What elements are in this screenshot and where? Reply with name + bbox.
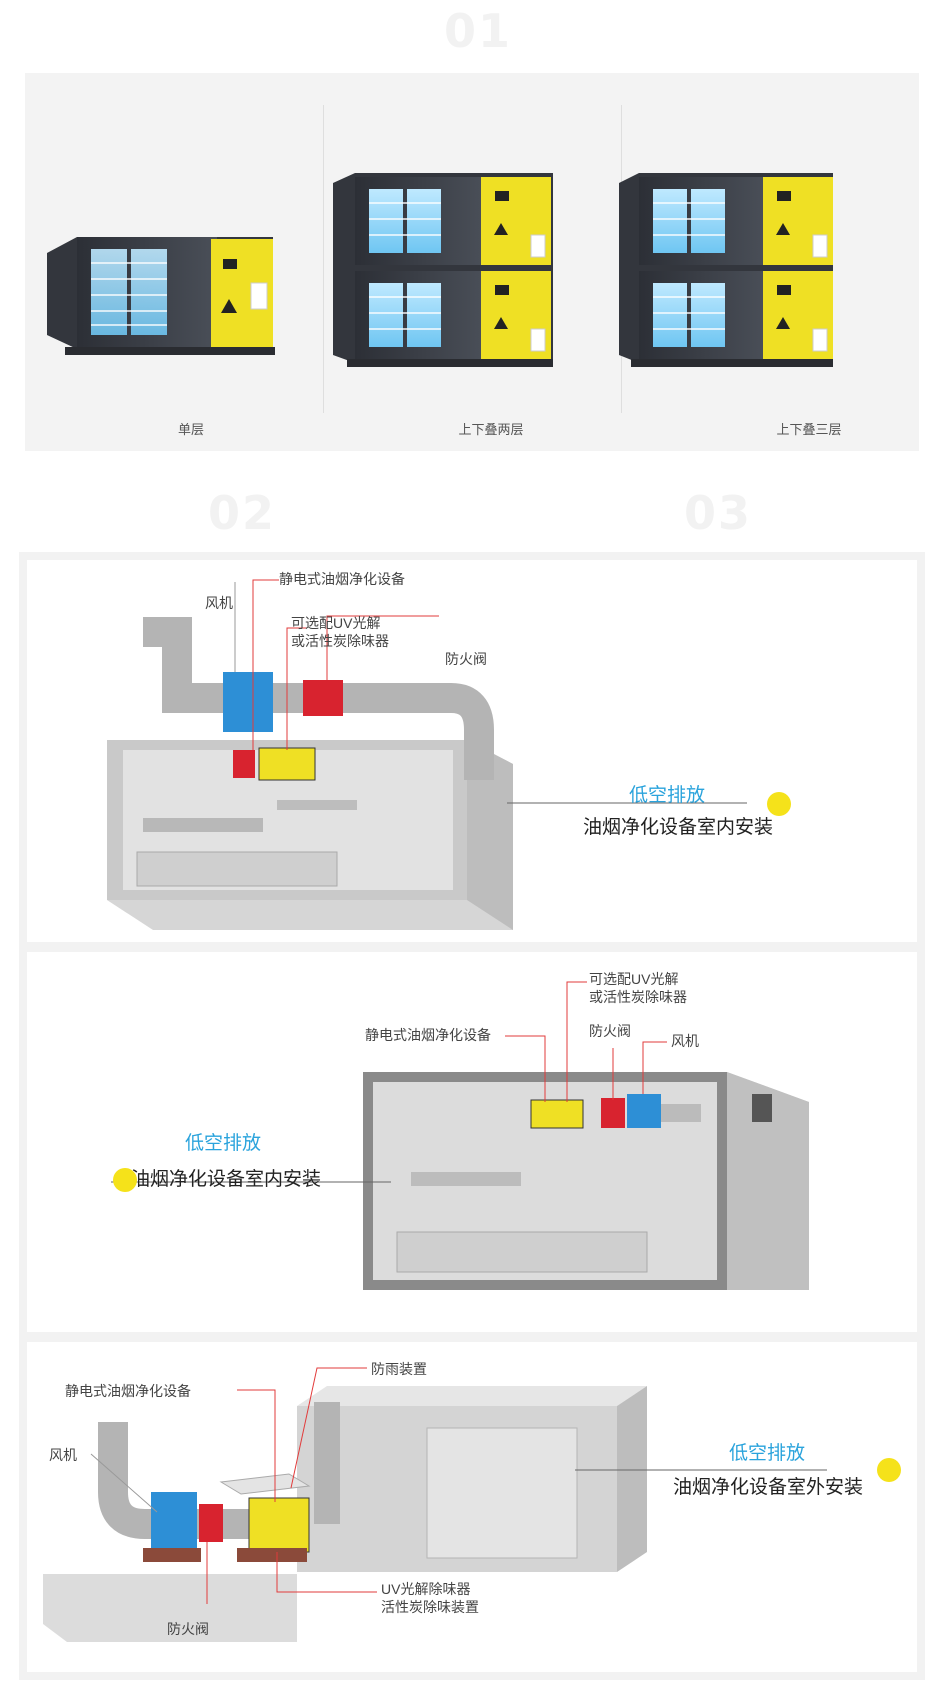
section-number-03: 03 (684, 486, 753, 540)
section-number-01: 01 (444, 4, 513, 58)
label-uv-line1: 可选配UV光解 (589, 971, 679, 987)
label-uv-line2: 活性炭除味装置 (381, 1599, 479, 1615)
install-card-indoor-1: 静电式油烟净化设备 风机 可选配UV光解 或活性炭除味器 防火阀 低空排放 油烟… (27, 560, 917, 942)
label-fan: 风机 (49, 1447, 77, 1463)
label-purifier: 静电式油烟净化设备 (65, 1383, 191, 1399)
install-card-outdoor: 防雨装置 静电式油烟净化设备 风机 UV光解除味器 活性炭除味装置 防火阀 低空… (27, 1342, 917, 1672)
label-rain-cover: 防雨装置 (371, 1361, 427, 1377)
product-variants-panel: 单层 上下叠两层 上下叠三层 (25, 73, 919, 451)
outdoor-install-diagram (43, 1367, 827, 1642)
label-purifier: 静电式油烟净化设备 (365, 1027, 491, 1043)
label-uv-line2: 或活性炭除味器 (291, 633, 389, 649)
label-fan: 风机 (205, 595, 233, 611)
accent-dot (113, 1168, 137, 1192)
single-layer-unit-image (47, 237, 275, 355)
card-title-blue: 低空排放 (729, 1443, 806, 1464)
card-title-blue: 低空排放 (629, 785, 706, 806)
double-layer-unit-image (333, 173, 553, 367)
card-title-black: 油烟净化设备室外安装 (673, 1477, 864, 1498)
divider (323, 105, 324, 413)
label-fire-valve: 防火阀 (589, 1023, 631, 1039)
label-purifier: 静电式油烟净化设备 (279, 571, 405, 587)
accent-dot (877, 1458, 901, 1482)
label-fan: 风机 (671, 1033, 699, 1049)
label-fire-valve: 防火阀 (445, 651, 487, 667)
variant-caption-triple: 上下叠三层 (776, 422, 842, 437)
install-card-indoor-2: 可选配UV光解 或活性炭除味器 静电式油烟净化设备 防火阀 风机 低空排放 油烟… (27, 952, 917, 1332)
product-images (47, 173, 833, 367)
card-title-black: 油烟净化设备室内安装 (131, 1169, 322, 1190)
card-title-blue: 低空排放 (185, 1133, 262, 1154)
section-number-02: 02 (208, 486, 277, 540)
accent-dot (767, 792, 791, 816)
variant-caption-double: 上下叠两层 (458, 422, 524, 437)
indoor-install-diagram-1 (107, 579, 747, 930)
label-fire-valve: 防火阀 (167, 1621, 209, 1637)
triple-layer-unit-image (619, 173, 833, 367)
label-uv-line1: UV光解除味器 (381, 1581, 471, 1597)
variant-caption-single: 单层 (177, 422, 204, 437)
label-uv-line1: 可选配UV光解 (291, 615, 381, 631)
indoor-install-diagram-2 (111, 981, 809, 1290)
card-title-black: 油烟净化设备室内安装 (583, 817, 774, 838)
label-uv-line2: 或活性炭除味器 (589, 989, 687, 1005)
